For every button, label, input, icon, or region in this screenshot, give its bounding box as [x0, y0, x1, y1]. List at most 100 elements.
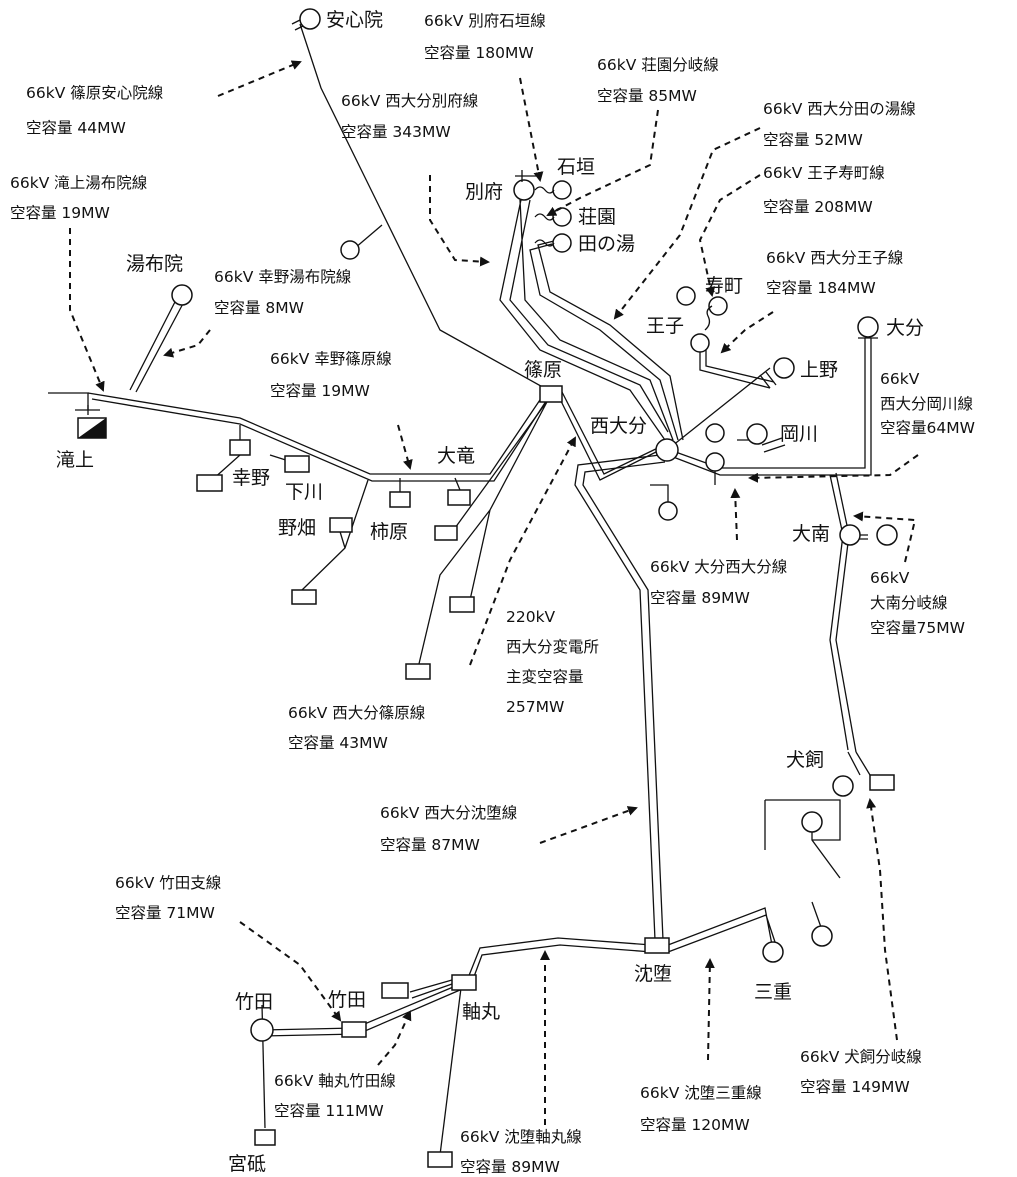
line-anshinin-branch	[354, 224, 383, 249]
node-okagawa-b	[705, 452, 725, 472]
node-nobatake-s	[291, 589, 317, 605]
line-label-name: 66kV 軸丸竹田線	[274, 1072, 396, 1090]
node-oji	[690, 333, 710, 353]
line-labels: 66kV 篠原安心院線 空容量 44MW 66kV 滝上湯布院線 空容量 19M…	[10, 12, 975, 1176]
node-mie	[762, 941, 784, 963]
line-label-name: 66kV	[880, 370, 920, 388]
node-miyato	[254, 1129, 276, 1146]
substation-name: 西大分変電所	[506, 638, 599, 656]
line-takigami-shinohara	[87, 387, 553, 482]
node-anshinin	[299, 8, 321, 30]
node-okagawa-a	[705, 423, 725, 443]
node-shoen	[552, 207, 572, 227]
mie-north-link	[811, 825, 841, 879]
inukai-link	[847, 751, 871, 776]
node-kono-b	[196, 474, 223, 492]
label-shoen: 荘園	[578, 206, 616, 228]
node-kotobukimachi-a	[676, 286, 696, 306]
line-label-name: 66kV 荘園分岐線	[597, 56, 719, 74]
label-ishigaki: 石垣	[557, 156, 595, 178]
line-label-name2: 西大分岡川線	[880, 395, 973, 413]
node-beppu	[513, 179, 535, 201]
mie-branches	[764, 800, 823, 931]
label-jikumaru: 軸丸	[462, 1001, 500, 1023]
line-label-capacity: 空容量 184MW	[766, 279, 876, 297]
node-south-1	[449, 596, 475, 613]
node-yufuin	[171, 284, 193, 306]
node-otatsu	[447, 489, 471, 506]
line-label-name: 66kV 幸野湯布院線	[214, 267, 351, 286]
label-anshinin: 安心院	[326, 9, 383, 31]
label-taketa-sub: 竹田	[328, 989, 366, 1011]
line-label-name: 66kV 沈堕三重線	[640, 1084, 762, 1102]
line-label-capacity: 空容量 343MW	[341, 123, 451, 141]
node-nishioita-s	[658, 501, 678, 521]
label-shimokawa: 下川	[285, 481, 323, 503]
substation-voltage: 220kV	[506, 608, 556, 626]
nodes	[75, 8, 898, 1168]
line-label-name: 66kV	[870, 569, 910, 587]
node-anshinin-branch	[340, 240, 360, 260]
node-onan-b	[876, 524, 898, 546]
node-jikumaru-b	[381, 982, 409, 999]
line-label-name: 66kV 大分西大分線	[650, 558, 787, 576]
line-label-capacity: 空容量 208MW	[763, 198, 873, 216]
jikumaru-tap	[409, 979, 453, 999]
label-oji: 王子	[646, 315, 684, 337]
node-kakihara	[389, 491, 411, 508]
line-label-capacity: 空容量 8MW	[214, 299, 304, 317]
line-label-name: 66kV 幸野篠原線	[270, 350, 392, 368]
label-kono: 幸野	[232, 467, 270, 489]
line-beppu-nishioita	[499, 194, 674, 441]
line-label-capacity: 空容量 89MW	[650, 589, 750, 607]
line-jikumaru-south	[439, 979, 463, 1156]
node-jikumaru	[451, 974, 477, 991]
line-onan-inukai	[829, 472, 857, 753]
line-label-capacity: 空容量 43MW	[288, 734, 388, 752]
substation-info: 220kV 西大分変電所 主変空容量 257MW	[506, 608, 599, 716]
node-kotobukimachi	[708, 296, 728, 316]
label-taketa: 竹田	[235, 991, 273, 1013]
line-label-name: 66kV 別府石垣線	[424, 12, 546, 30]
label-otatsu: 大竜	[437, 445, 475, 467]
otatsu-tap	[454, 477, 461, 491]
double-lines	[87, 194, 872, 1037]
node-tanoyu	[552, 233, 572, 253]
node-ueno	[773, 357, 795, 379]
substation-label: 主変空容量	[506, 668, 584, 686]
line-label-capacity: 空容量 180MW	[424, 44, 534, 62]
line-label-capacity: 空容量 87MW	[380, 836, 480, 854]
label-chinda: 沈堕	[634, 963, 672, 985]
line-label-capacity: 空容量 89MW	[460, 1158, 560, 1176]
node-chinda	[644, 937, 670, 954]
node-ishigaki	[552, 180, 572, 200]
label-kotobukimachi: 寿町	[705, 275, 743, 297]
label-ueno: 上野	[800, 359, 838, 381]
line-tanoyu-nishioita	[529, 239, 684, 441]
line-label-capacity: 空容量75MW	[870, 619, 965, 637]
node-taketa	[250, 1018, 274, 1042]
line-shinohara-nishioita	[557, 391, 665, 481]
line-label-capacity: 空容量 19MW	[270, 382, 370, 400]
line-label-name: 66kV 西大分別府線	[341, 92, 478, 110]
label-tanoyu: 田の湯	[578, 233, 635, 255]
line-label-name: 66kV 滝上湯布院線	[10, 173, 147, 192]
node-nobatake	[329, 517, 353, 533]
line-label-name: 66kV 西大分沈堕線	[380, 804, 517, 822]
label-nobatake: 野畑	[278, 517, 316, 539]
line-label-name: 66kV 犬飼分岐線	[800, 1048, 922, 1066]
label-shinohara: 篠原	[524, 359, 562, 381]
line-oji-ueno	[699, 345, 775, 389]
node-inukai-b	[869, 774, 895, 791]
label-nishioita: 西大分	[590, 415, 647, 437]
node-nishioita	[655, 438, 679, 462]
node-south-2	[405, 663, 431, 680]
annotation-arrows	[69, 60, 919, 1125]
line-label-capacity: 空容量 149MW	[800, 1078, 910, 1096]
label-kakihara: 柿原	[370, 521, 408, 543]
label-mie: 三重	[754, 981, 792, 1003]
node-onan	[839, 524, 861, 546]
substation-capacity: 257MW	[506, 698, 564, 716]
